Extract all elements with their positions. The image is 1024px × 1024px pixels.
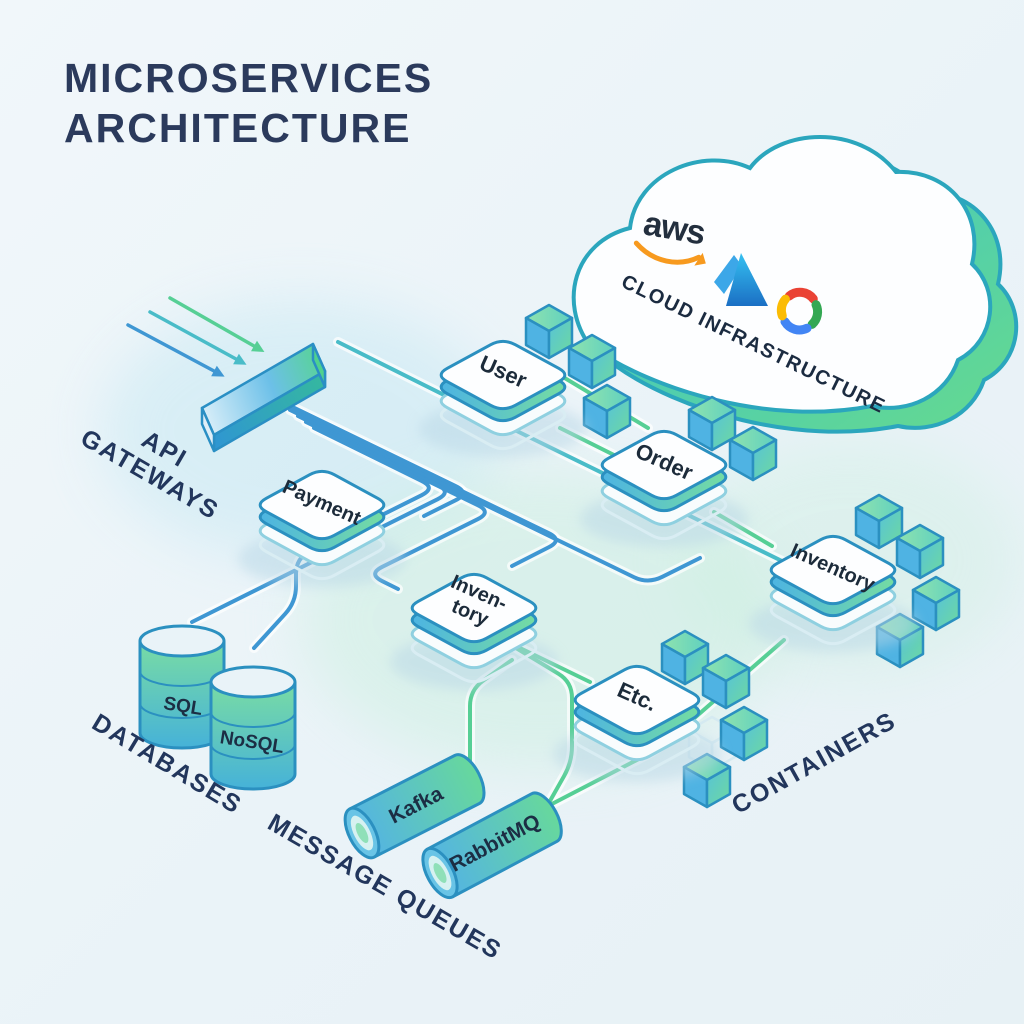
service-tiles xyxy=(238,339,917,782)
cloud-face xyxy=(571,135,993,414)
tile-top xyxy=(410,572,538,644)
tile-top xyxy=(769,534,897,606)
service-tile-inventory-mid xyxy=(390,572,558,690)
container-cube xyxy=(687,395,737,452)
title-line1: MICROSERVICES xyxy=(64,55,433,101)
request-arrow-head xyxy=(211,365,225,377)
service-tile-payment xyxy=(238,469,406,587)
tile-top xyxy=(573,664,701,736)
container-cube xyxy=(728,425,778,482)
service-tile-inventory-right xyxy=(749,534,917,652)
container-cube xyxy=(854,493,904,550)
service-tile-user xyxy=(419,339,587,457)
databases-group: SQL NoSQL xyxy=(138,624,297,791)
container-cube xyxy=(895,523,945,580)
api-gateway-bar xyxy=(200,342,327,453)
container-cube xyxy=(701,653,751,710)
tile-top xyxy=(258,469,386,541)
aws-swoosh xyxy=(633,240,702,265)
container-cube xyxy=(719,705,769,762)
tile-top xyxy=(600,429,728,501)
gcp-yellow-arc xyxy=(776,294,790,321)
diagram-title: MICROSERVICES ARCHITECTURE xyxy=(64,55,433,151)
gcp-blue-arc xyxy=(780,317,812,335)
title-line2: ARCHITECTURE xyxy=(64,105,411,151)
service-tile-order xyxy=(580,429,748,547)
request-arrow xyxy=(148,310,238,361)
connection-line xyxy=(288,408,702,583)
request-arrow-head xyxy=(251,340,265,352)
container-cube xyxy=(567,333,617,390)
container-cube xyxy=(524,303,574,360)
container-cube xyxy=(660,629,710,686)
container-cube xyxy=(911,575,961,632)
container-cubes xyxy=(524,303,961,809)
azure-logo xyxy=(714,253,768,306)
gcp-red-arc xyxy=(784,287,818,304)
aws-logo: aws xyxy=(633,204,708,266)
request-arrow xyxy=(168,296,256,348)
request-arrows xyxy=(126,296,265,377)
gcp-green-arc xyxy=(807,300,823,329)
service-tile-etc xyxy=(553,664,721,782)
aws-swoosh-arrow xyxy=(694,252,706,266)
tile-top xyxy=(439,339,567,411)
cloud-infrastructure: aws CLOUD INFRASTRUCTURE xyxy=(571,135,1019,434)
message-queues-group: Kafka RabbitMQ xyxy=(336,747,570,905)
google-cloud-logo xyxy=(776,287,823,335)
azure-right-shape xyxy=(726,253,768,306)
request-arrow xyxy=(126,323,216,373)
container-cube xyxy=(582,383,632,440)
request-arrow-head xyxy=(233,353,247,365)
azure-left-shape xyxy=(714,255,742,294)
